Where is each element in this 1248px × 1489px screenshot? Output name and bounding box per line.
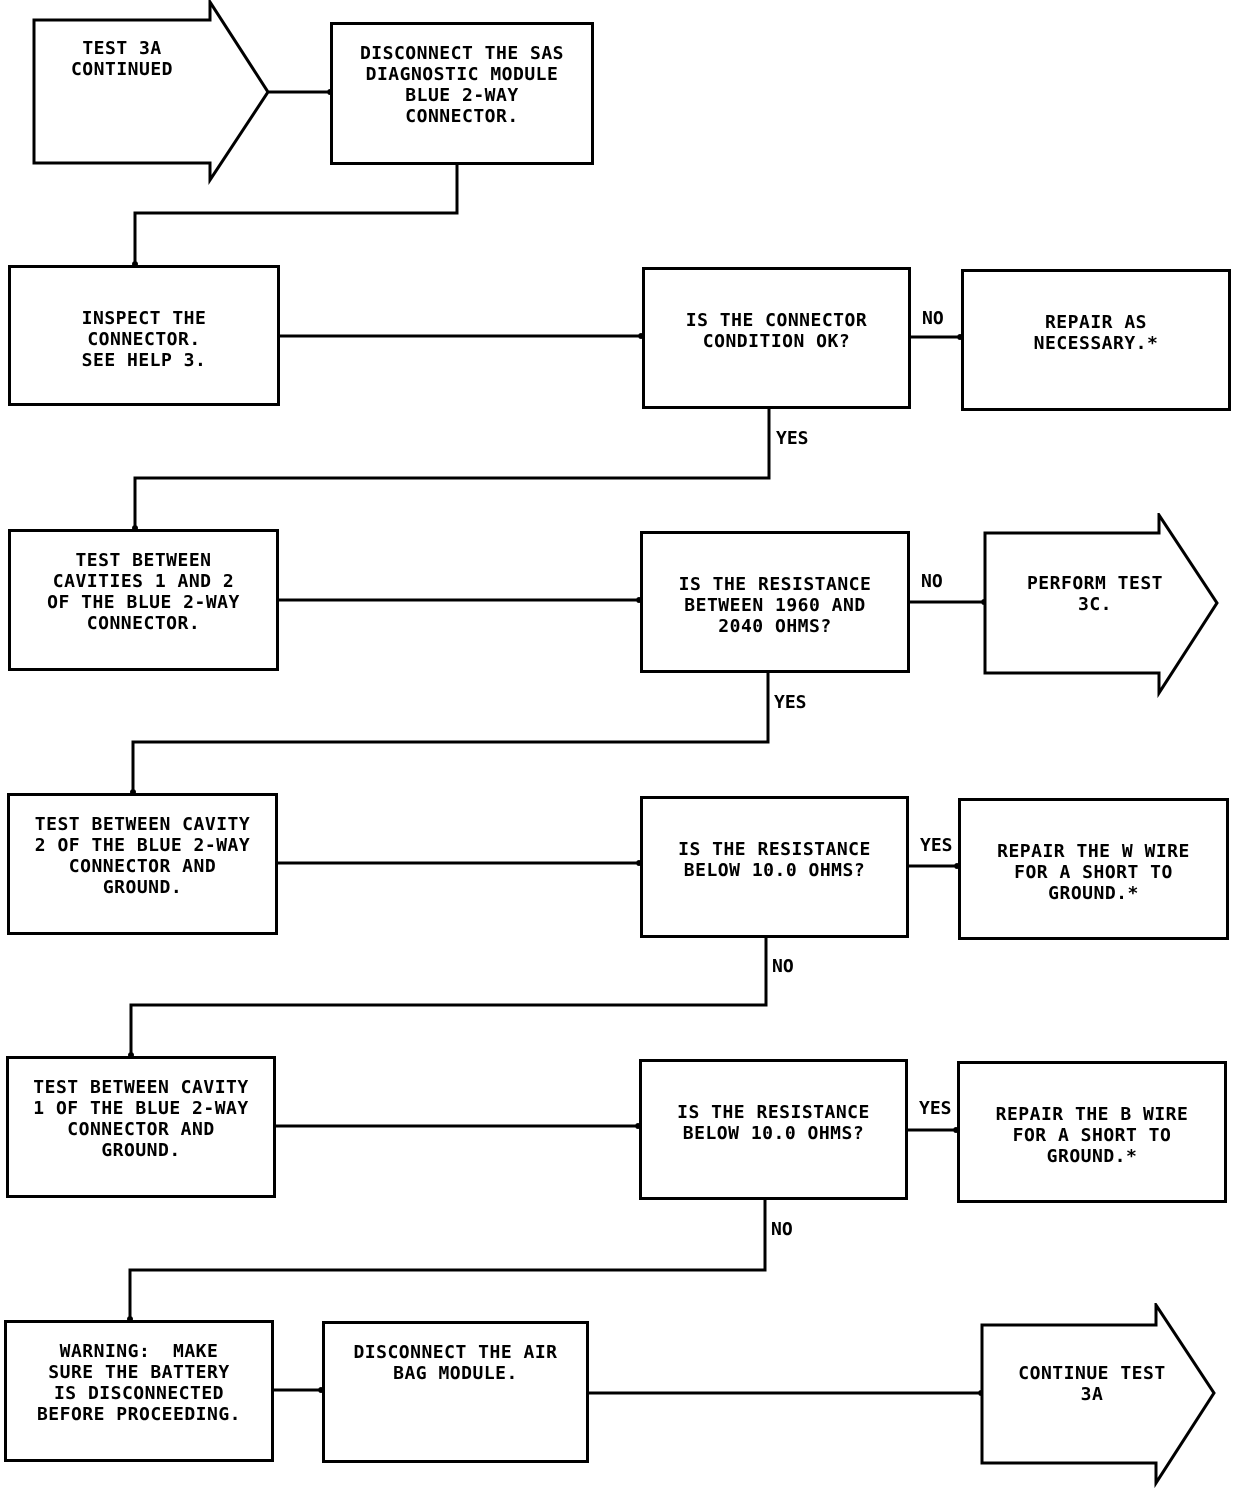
- connector-range-yes: [131, 672, 770, 793]
- label-no-below1: NO: [772, 956, 794, 977]
- continue-3a-text: CONTINUE TEST 3A: [1018, 1363, 1166, 1405]
- below-10-question-1-box: IS THE RESISTANCE BELOW 10.0 OHMS?: [640, 796, 909, 938]
- connector-condition-yes: [133, 408, 771, 529]
- disconnect-airbag-box: DISCONNECT THE AIR BAG MODULE.: [322, 1321, 589, 1463]
- test-cavity2-ground-text: TEST BETWEEN CAVITY 2 OF THE BLUE 2-WAY …: [34, 814, 251, 898]
- condition-question-text: IS THE CONNECTOR CONDITION OK?: [685, 310, 868, 352]
- inspect-box: INSPECT THE CONNECTOR. SEE HELP 3.: [8, 265, 280, 406]
- test-cavities-text: TEST BETWEEN CAVITIES 1 AND 2 OF THE BLU…: [47, 550, 240, 634]
- warning-box: WARNING: MAKE SURE THE BATTERY IS DISCON…: [4, 1320, 274, 1462]
- repair-necessary-box: REPAIR AS NECESSARY.*: [961, 269, 1231, 411]
- perform-3c-node: PERFORM TEST 3C.: [985, 573, 1205, 633]
- connector-disconnect-to-inspect: [133, 164, 459, 265]
- label-no-condition: NO: [922, 308, 944, 329]
- warning-text: WARNING: MAKE SURE THE BATTERY IS DISCON…: [36, 1341, 242, 1425]
- test-cavity2-ground-box: TEST BETWEEN CAVITY 2 OF THE BLUE 2-WAY …: [7, 793, 278, 935]
- below-10-question-2-box: IS THE RESISTANCE BELOW 10.0 OHMS?: [639, 1059, 908, 1200]
- label-yes-below1: YES: [920, 835, 953, 856]
- start-arrow-shape: [32, 0, 270, 186]
- repair-necessary-text: REPAIR AS NECESSARY.*: [1033, 312, 1159, 354]
- label-yes-condition: YES: [776, 428, 809, 449]
- label-no-below2: NO: [771, 1219, 793, 1240]
- below-10-question-2-text: IS THE RESISTANCE BELOW 10.0 OHMS?: [677, 1102, 870, 1144]
- perform-3c-text: PERFORM TEST 3C.: [1026, 573, 1164, 615]
- repair-b-wire-box: REPAIR THE B WIRE FOR A SHORT TO GROUND.…: [957, 1061, 1227, 1203]
- repair-w-wire-text: REPAIR THE W WIRE FOR A SHORT TO GROUND.…: [997, 841, 1190, 904]
- start-node: TEST 3A CONTINUED: [34, 38, 210, 158]
- continue-3a-node: CONTINUE TEST 3A: [982, 1363, 1202, 1423]
- connector-below1-no: [129, 936, 768, 1056]
- resistance-range-question-text: IS THE RESISTANCE BETWEEN 1960 AND 2040 …: [678, 574, 872, 637]
- disconnect-airbag-text: DISCONNECT THE AIR BAG MODULE.: [353, 1342, 558, 1384]
- condition-question-box: IS THE CONNECTOR CONDITION OK?: [642, 267, 911, 409]
- disconnect-sas-box: DISCONNECT THE SAS DIAGNOSTIC MODULE BLU…: [330, 22, 594, 165]
- test-cavity1-ground-text: TEST BETWEEN CAVITY 1 OF THE BLUE 2-WAY …: [33, 1077, 249, 1161]
- continue-3a-arrow-shape: [980, 1303, 1216, 1489]
- label-yes-range: YES: [774, 692, 807, 713]
- perform-3c-arrow-shape: [983, 513, 1219, 699]
- inspect-text: INSPECT THE CONNECTOR. SEE HELP 3.: [81, 308, 207, 371]
- disconnect-sas-text: DISCONNECT THE SAS DIAGNOSTIC MODULE BLU…: [359, 43, 565, 127]
- below-10-question-1-text: IS THE RESISTANCE BELOW 10.0 OHMS?: [678, 839, 871, 881]
- test-cavity1-ground-box: TEST BETWEEN CAVITY 1 OF THE BLUE 2-WAY …: [6, 1056, 276, 1198]
- repair-w-wire-box: REPAIR THE W WIRE FOR A SHORT TO GROUND.…: [958, 798, 1229, 940]
- test-cavities-box: TEST BETWEEN CAVITIES 1 AND 2 OF THE BLU…: [8, 529, 279, 671]
- resistance-range-question-box: IS THE RESISTANCE BETWEEN 1960 AND 2040 …: [640, 531, 910, 673]
- connector-below2-no: [128, 1197, 767, 1320]
- start-text: TEST 3A CONTINUED: [70, 38, 174, 80]
- repair-b-wire-text: REPAIR THE B WIRE FOR A SHORT TO GROUND.…: [995, 1104, 1189, 1167]
- label-yes-below2: YES: [919, 1098, 952, 1119]
- label-no-range: NO: [921, 571, 943, 592]
